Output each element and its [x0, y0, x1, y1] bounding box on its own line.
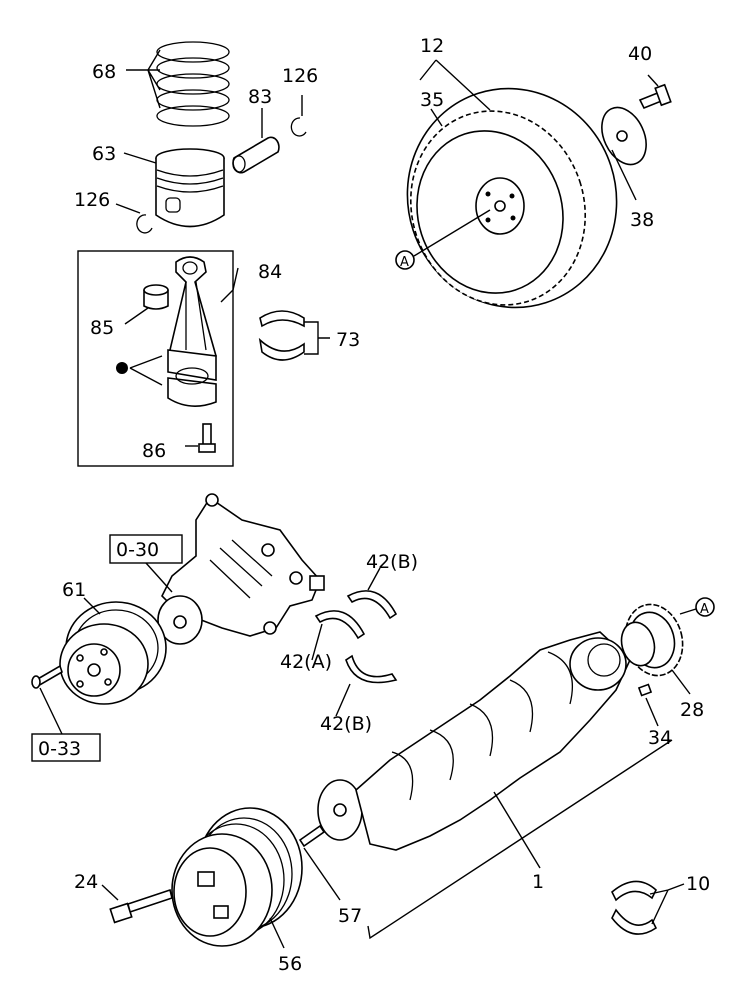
label-35: 35: [420, 89, 444, 111]
label-63: 63: [92, 143, 116, 165]
label-57: 57: [338, 905, 362, 927]
timing-gear: [620, 603, 691, 695]
label-34: 34: [648, 727, 672, 749]
label-84: 84: [258, 261, 282, 283]
piston: [123, 148, 225, 228]
label-83: 83: [248, 86, 272, 108]
connecting-rod: [167, 256, 217, 407]
con-rod-group-box: [77, 250, 234, 467]
label-10: 10: [686, 873, 710, 895]
label-61: 61: [62, 579, 86, 601]
small-end-bushing: [143, 284, 169, 310]
crankshaft: [317, 631, 631, 851]
flywheel-plate: [601, 106, 647, 201]
label-73: 73: [336, 329, 360, 351]
main-bearings: [611, 880, 685, 935]
con-rod-bolt: [185, 423, 216, 453]
label-68: 68: [92, 61, 116, 83]
water-pump: [157, 493, 325, 645]
con-rod-bearings: [258, 310, 330, 361]
label-42b-bottom: 42(B): [320, 713, 372, 735]
pulley-pin: [298, 824, 341, 901]
thrust-washers: [311, 567, 398, 717]
label-86: 86: [142, 440, 166, 462]
crank-pulley-bolt: [101, 884, 173, 924]
label-126-left: 126: [74, 189, 110, 211]
ref-a-label-2: A: [700, 602, 709, 617]
flywheel: [406, 87, 618, 309]
label-85: 85: [90, 317, 114, 339]
label-28: 28: [680, 699, 704, 721]
label-42a: 42(A): [280, 651, 332, 673]
label-24: 24: [74, 871, 98, 893]
label-1: 1: [532, 871, 544, 893]
ref-0-33-label: 0-33: [38, 738, 81, 760]
fan-pulley: [59, 597, 167, 705]
label-126-top: 126: [282, 65, 318, 87]
label-12: 12: [420, 35, 444, 57]
pulley-bolt: [31, 664, 63, 735]
crank-pulley: [171, 807, 303, 949]
bullet-marker-icon: [116, 362, 128, 374]
piston-rings: [126, 41, 230, 127]
snap-rings: [115, 95, 307, 234]
ref-0-30-label: 0-30: [116, 539, 159, 561]
label-38: 38: [630, 209, 654, 231]
label-56: 56: [278, 953, 302, 975]
piston-pin: [232, 108, 280, 174]
label-40: 40: [628, 43, 652, 65]
ref-a-label: A: [400, 255, 409, 270]
ref-a-marker-2: [695, 597, 715, 617]
flywheel-bolt: [638, 74, 672, 110]
crank-pin: [637, 683, 659, 727]
ref-a-marker: [395, 250, 415, 270]
ref-box-0-33: [31, 733, 101, 762]
label-42b-top: 42(B): [366, 551, 418, 573]
